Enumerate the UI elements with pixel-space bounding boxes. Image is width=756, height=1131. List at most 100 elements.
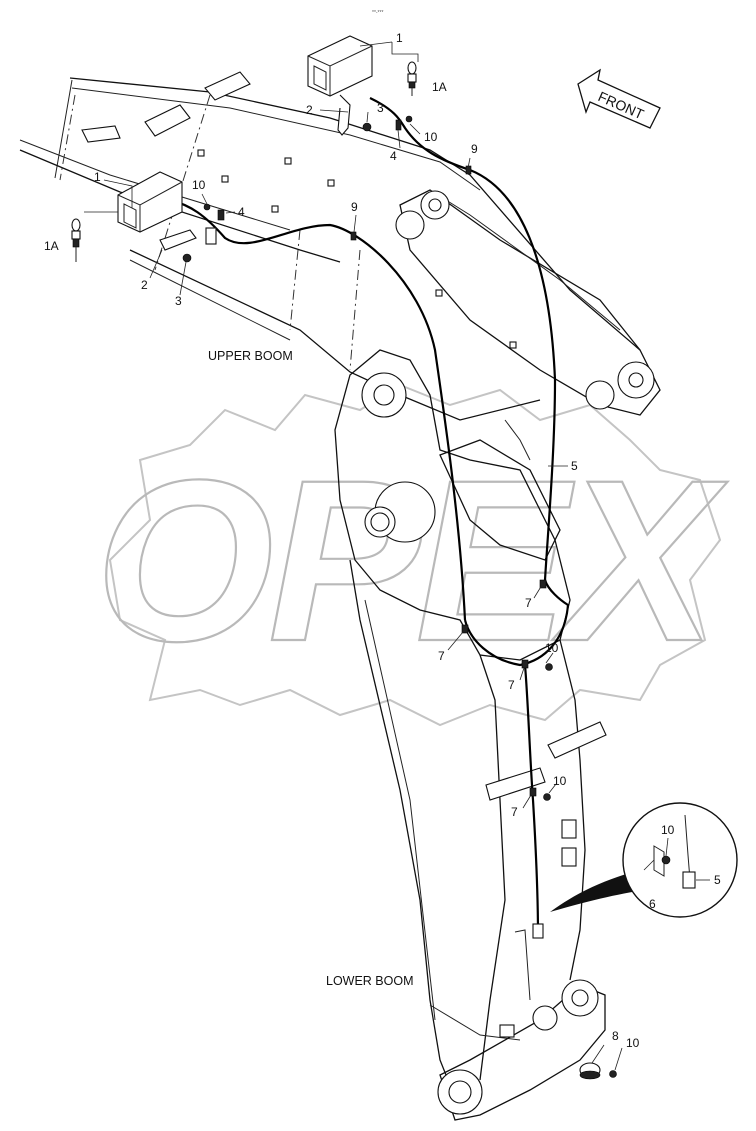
watermark-text: OPEX (95, 432, 728, 689)
harness-top-run (369, 97, 557, 581)
wire-clamp-2 (144, 104, 191, 137)
callout-c9-left: 9 (351, 200, 358, 214)
detail-bolt-10 (661, 855, 671, 865)
label-lower-boom: LOWER BOOM (326, 974, 414, 988)
callout-c1-top: 1 (396, 31, 403, 45)
header-code: **-*** (372, 10, 383, 16)
callout-c4-top: 4 (390, 149, 397, 163)
callout-c10-b: 10 (553, 774, 567, 788)
callout-c1a-top: 1A (432, 80, 447, 94)
watermark-gear-outline (108, 383, 722, 727)
bottom-parts (579, 1062, 617, 1080)
boom-cylinder-body (439, 439, 561, 561)
callout-c10-bottom: 10 (626, 1036, 640, 1050)
callout-c10-left: 10 (192, 178, 206, 192)
callout-c7-c: 7 (508, 678, 515, 692)
callout-c7-d: 7 (511, 805, 518, 819)
harness-lower-run (523, 664, 540, 936)
bolt-10-top (405, 115, 413, 123)
callout-c7-a: 7 (525, 596, 532, 610)
clamp-7-a (539, 579, 547, 589)
boom-top-inner (71, 87, 481, 191)
callout-c4-left: 4 (238, 205, 245, 219)
callout-labels: 1 1A 2 3 10 4 9 1 10 4 9 1A 2 3 5 7 7 10… (44, 31, 721, 1050)
front-arrow: FRONT (577, 68, 661, 129)
detail-connector-5 (682, 871, 696, 889)
link-arm-outline (399, 189, 661, 416)
boom-bottom-inner (129, 259, 291, 341)
wire-guard-lower (485, 767, 546, 801)
upper-boom-structure (19, 71, 641, 421)
callout-c6-detail: 6 (649, 897, 656, 911)
callout-c9-top: 9 (471, 142, 478, 156)
leader-lines (84, 41, 710, 1071)
bulb-1a-left (71, 218, 81, 262)
bolt-10-b (543, 793, 551, 801)
clip-plate-1 (561, 819, 577, 839)
wire-clamp-3 (204, 71, 251, 101)
callout-c1-left: 1 (94, 170, 101, 184)
bolt-10-left (203, 203, 211, 211)
work-lamp-top (307, 35, 417, 136)
lamp-top-lens (313, 65, 327, 91)
callout-c3-top: 3 (377, 101, 384, 115)
lamp-top-edges (307, 45, 373, 96)
bolt-10-a (545, 663, 553, 671)
plate-4-left (205, 227, 217, 245)
clip-plate-2 (561, 847, 577, 867)
lower-boom-center-edge (479, 654, 506, 1081)
lower-boom-end (439, 984, 606, 1121)
lower-boom-right-edge (559, 639, 586, 981)
label-upper-boom: UPPER BOOM (208, 349, 293, 363)
connector-4-left (217, 209, 225, 221)
clamp-7-d (529, 787, 537, 797)
clamp-7-b (461, 624, 469, 634)
nut-3-left (182, 253, 192, 263)
pin-boss-end-2 (585, 380, 615, 410)
detail-view (550, 802, 738, 918)
lower-boom-left-inner (364, 599, 436, 1021)
detail-circle (622, 802, 738, 918)
callout-c2-left: 2 (141, 278, 148, 292)
lamp-top-housing (307, 35, 373, 97)
callout-c7-b: 7 (438, 649, 445, 663)
boom-bolt-array (197, 149, 517, 349)
connector-4-top (395, 119, 402, 131)
foot-pin-upper-hole (373, 384, 395, 406)
callout-c2-top: 2 (306, 103, 313, 117)
harness-merge (463, 579, 570, 667)
cap-8-base (579, 1070, 601, 1080)
bulb-1a-top (407, 61, 417, 96)
wire-clamp-1 (81, 125, 121, 143)
opex-watermark: OPEX (94, 383, 735, 727)
foot-pin-lower-hole (370, 512, 390, 532)
front-label: FRONT (596, 88, 647, 122)
front-arrow-outline (577, 68, 661, 129)
callout-c10-a: 10 (545, 641, 559, 655)
grommet-9-left (350, 231, 357, 241)
callout-c5-main: 5 (571, 459, 578, 473)
boom-left-edge (19, 79, 291, 231)
boom-foot-structure (334, 189, 661, 661)
wiring-harness (169, 97, 570, 939)
boom-end-pin-hole (448, 1080, 472, 1104)
clip-plate-3 (499, 1024, 515, 1038)
callout-c10-top: 10 (424, 130, 438, 144)
callout-c5-detail: 5 (714, 873, 721, 887)
pin-boss-top-hole (428, 198, 442, 212)
arm-pin-boss-2 (532, 1005, 558, 1031)
lamp-left-housing (117, 171, 183, 233)
wire-guard-upper (547, 721, 607, 759)
lower-boom-left-edge (349, 559, 451, 1086)
lower-boom-bracket (514, 929, 531, 1001)
bracket-2-top (337, 94, 351, 136)
callout-c1a-left: 1A (44, 239, 59, 253)
detail-clamp-6 (653, 845, 665, 877)
arm-pin-hole (571, 989, 589, 1007)
link-arm-inner (429, 189, 621, 331)
harness-left-run (169, 198, 467, 621)
boom-break-lines (59, 94, 361, 371)
nut-3-top (362, 122, 372, 132)
lower-boom-structure (349, 559, 607, 1121)
